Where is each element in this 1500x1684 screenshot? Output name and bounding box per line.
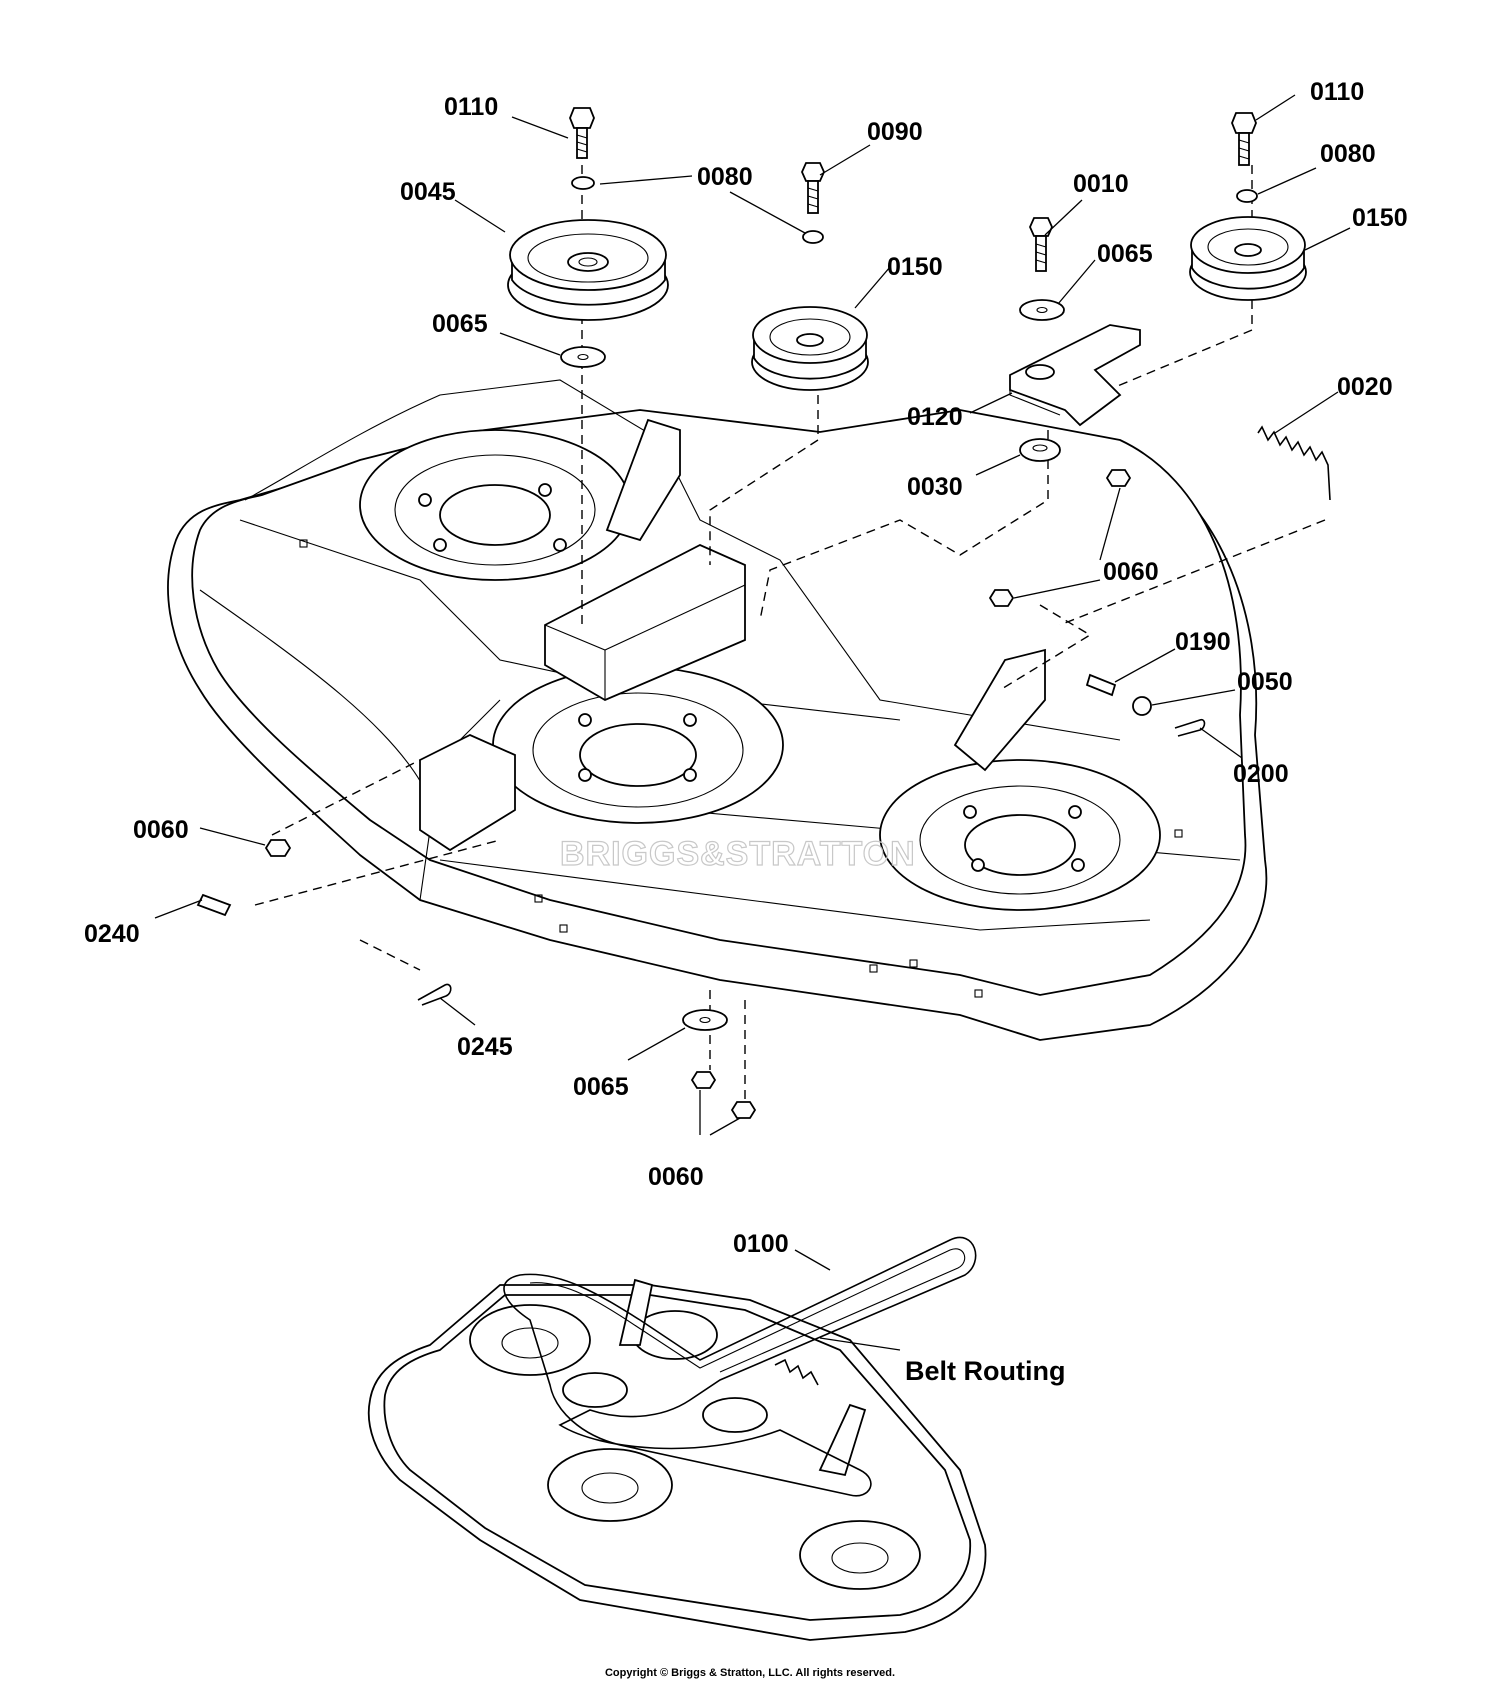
mower-deck: BRIGGS&STRATTON: [167, 379, 1268, 1041]
label-0110-right: 0110: [1310, 78, 1364, 106]
bolt-0090: [801, 162, 825, 214]
label-0060-bottom: 0060: [648, 1163, 704, 1191]
pulley-0150-right: [1189, 216, 1307, 301]
label-0190: 0190: [1175, 628, 1231, 656]
label-0245: 0245: [457, 1033, 513, 1061]
hardware: [196, 107, 1331, 1119]
label-0050: 0050: [1237, 668, 1293, 696]
leader-lines: [154, 94, 1351, 1351]
belt-0100: [503, 1236, 977, 1497]
label-0080-left: 0080: [697, 163, 753, 191]
label-0065-bottom: 0065: [573, 1073, 629, 1101]
label-0065-right: 0065: [1097, 240, 1153, 268]
label-0200: 0200: [1233, 760, 1289, 788]
copyright: Copyright © Briggs & Stratton, LLC. All …: [605, 1667, 895, 1679]
part-labels: 0110 0080 0045 0065 0090 0150 0010 0065 …: [84, 78, 1408, 1386]
bolt-0110-right: [1231, 112, 1257, 166]
label-0240: 0240: [84, 920, 140, 948]
label-0150-middle: 0150: [887, 253, 943, 281]
assembly-lines: [254, 150, 1326, 1100]
label-0120: 0120: [907, 403, 963, 431]
pulley-0150-middle: [751, 306, 869, 391]
label-0080-right: 0080: [1320, 140, 1376, 168]
label-0060-right: 0060: [1103, 558, 1159, 586]
label-0010: 0010: [1073, 170, 1129, 198]
belt-routing-label: Belt Routing: [905, 1356, 1065, 1386]
label-0045: 0045: [400, 178, 456, 206]
label-0030: 0030: [907, 473, 963, 501]
bolt-0010: [1029, 217, 1053, 272]
idler-arm-0120: [1009, 324, 1141, 427]
pulley-0045: [507, 219, 669, 321]
label-0090: 0090: [867, 118, 923, 146]
label-0100: 0100: [733, 1230, 789, 1258]
label-0060-left: 0060: [133, 816, 189, 844]
label-0065-left: 0065: [432, 310, 488, 338]
label-0020: 0020: [1337, 373, 1393, 401]
belt-routing-assembly: [367, 1236, 987, 1641]
label-0150-right: 0150: [1352, 204, 1408, 232]
spring-0020: [1257, 425, 1331, 501]
bolt-0110-left: [569, 107, 595, 159]
label-0110-left: 0110: [444, 93, 498, 121]
watermark: BRIGGS&STRATTON: [560, 835, 916, 873]
